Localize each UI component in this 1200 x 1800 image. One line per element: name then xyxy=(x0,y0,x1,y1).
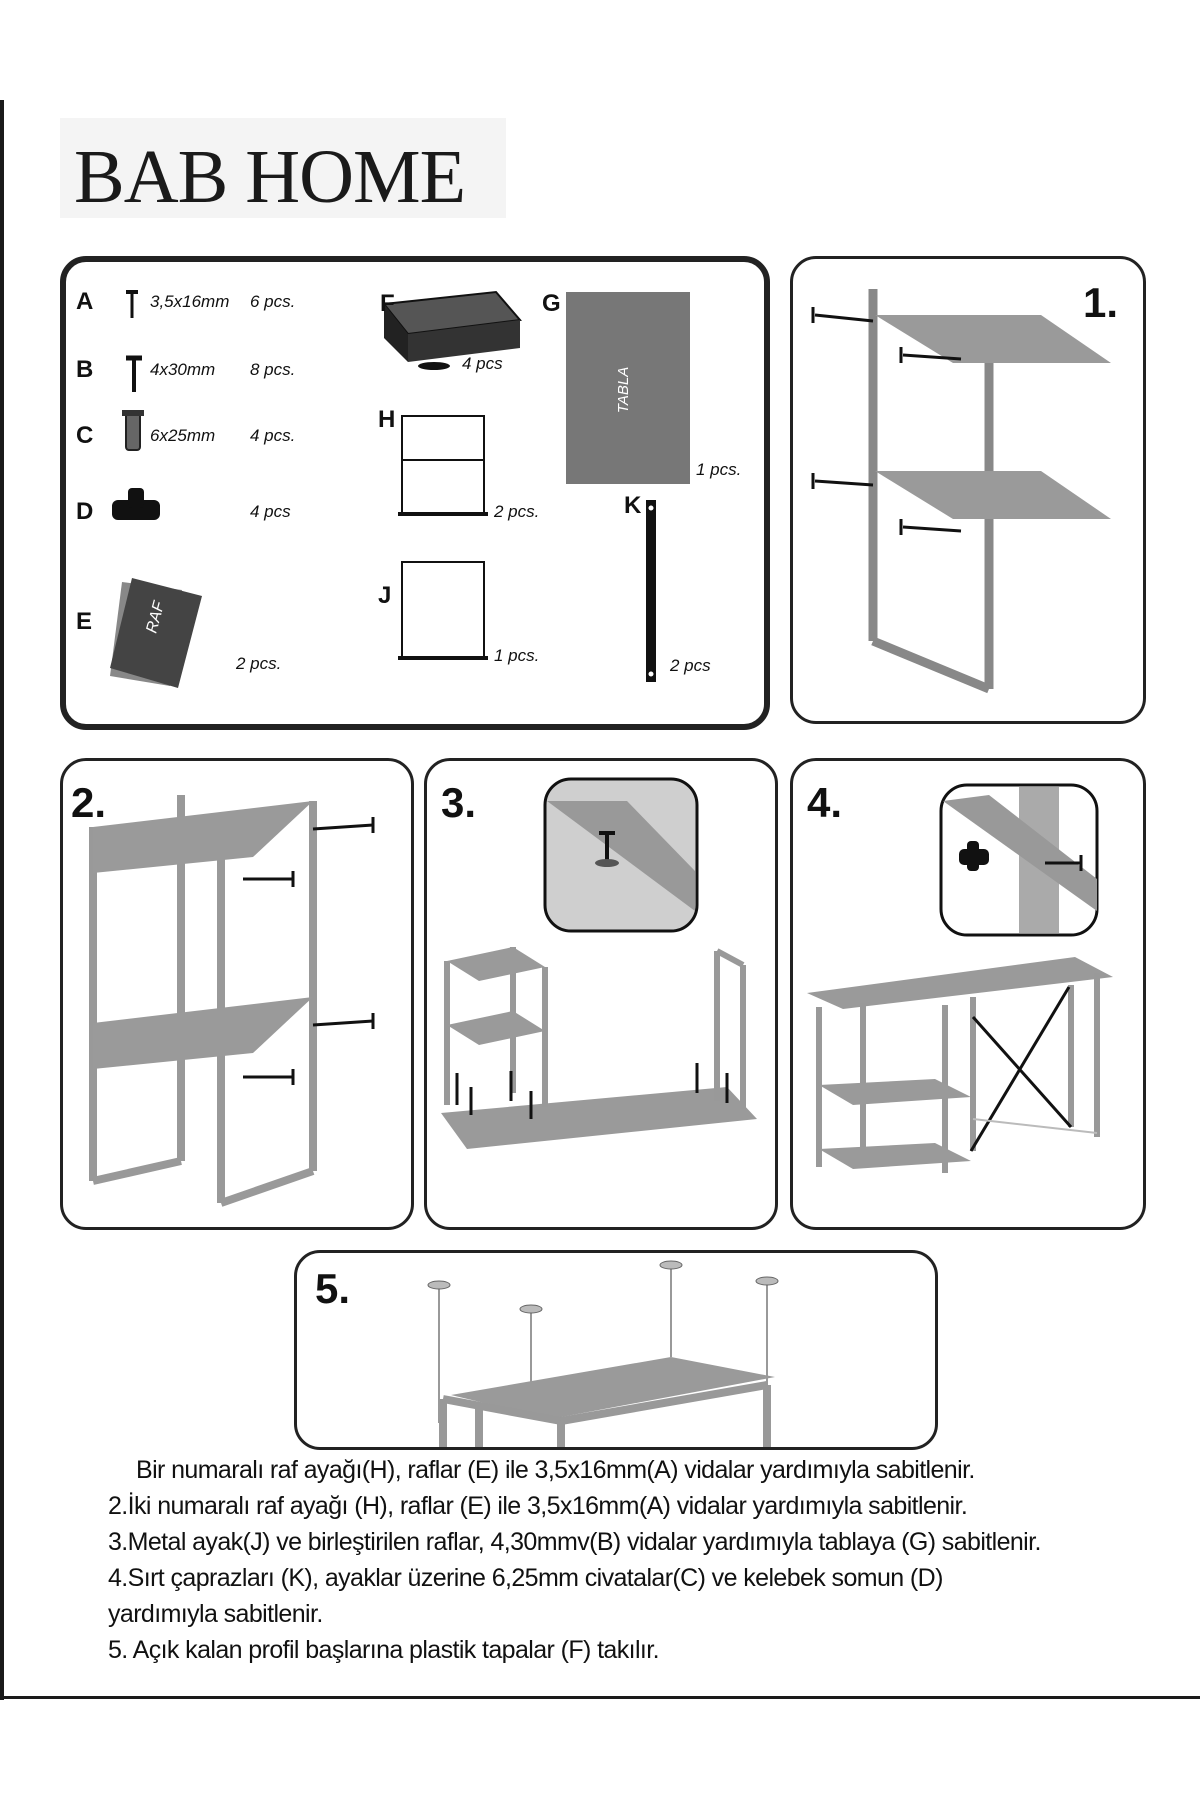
step-5-number: 5. xyxy=(315,1265,351,1312)
brand-name: BAB HOME xyxy=(74,135,466,219)
part-qty-g: 1 pcs. xyxy=(696,460,742,479)
part-qty-a: 6 pcs. xyxy=(250,292,296,311)
part-qty-c: 4 pcs. xyxy=(250,426,296,445)
step-5-panel: 5. xyxy=(294,1250,938,1450)
assembly-instructions: Bir numaralı raf ayağı(H), raflar (E) il… xyxy=(108,1452,1188,1668)
step-2-illustration xyxy=(89,795,375,1207)
screw-b-icon xyxy=(126,355,142,392)
page-edge-bottom xyxy=(0,1696,1200,1699)
step-4-illustration xyxy=(807,783,1113,1173)
plastic-cap-f-icon xyxy=(382,290,522,370)
instruction-line-5: yardımıyla sabitlenir. xyxy=(108,1600,323,1628)
part-letter-k: K xyxy=(624,492,642,519)
step-3-panel: 3. xyxy=(424,758,778,1230)
step-3-illustration xyxy=(441,777,757,1149)
instruction-line-3: 3.Metal ayak(J) ve birleştirilen raflar,… xyxy=(108,1528,1041,1556)
brand-logo: BAB HOME xyxy=(60,118,506,219)
step-3-number: 3. xyxy=(441,779,477,826)
wing-nut-d-icon xyxy=(112,488,160,520)
part-qty-h: 2 pcs. xyxy=(494,502,540,521)
cross-brace-k-icon xyxy=(646,500,656,682)
step-1-illustration xyxy=(811,289,1111,694)
screw-a-icon xyxy=(126,290,138,318)
shelf-e-icon: RAF xyxy=(110,578,202,688)
table-top-g-icon: TABLA xyxy=(566,292,690,484)
instruction-line-6: 5. Açık kalan profil başlarına plastik t… xyxy=(108,1636,660,1664)
part-qty-k: 2 pcs xyxy=(670,656,711,675)
part-qty-b: 8 pcs. xyxy=(250,360,296,379)
part-spec-b: 4x30mm xyxy=(150,360,216,379)
part-letter-g: G xyxy=(542,290,561,317)
instruction-line-1: Bir numaralı raf ayağı(H), raflar (E) il… xyxy=(136,1456,975,1484)
step-1-panel: 1. xyxy=(790,256,1146,724)
step-4-panel: 4. xyxy=(790,758,1146,1230)
parts-illustration: RAF TABLA xyxy=(110,290,690,688)
part-spec-a: 3,5x16mm xyxy=(150,292,230,311)
table-top-label: TABLA xyxy=(615,367,632,413)
part-qty-d: 4 pcs xyxy=(250,502,291,521)
part-letter-a: A xyxy=(76,288,94,315)
step-4-number: 4. xyxy=(807,779,843,826)
parts-panel: RAF TABLA A 3,5x xyxy=(60,256,770,730)
part-letter-d: D xyxy=(76,498,94,525)
part-letter-e: E xyxy=(76,608,93,635)
part-qty-j: 1 pcs. xyxy=(494,646,540,665)
step-2-panel: 2. xyxy=(60,758,414,1230)
part-letter-c: C xyxy=(76,422,94,449)
part-qty-e: 2 pcs. xyxy=(236,654,282,673)
step-2-number: 2. xyxy=(71,779,107,826)
part-letter-h: H xyxy=(378,406,396,433)
part-letter-b: B xyxy=(76,356,94,383)
step-5-illustration xyxy=(427,1260,779,1447)
bolt-c-icon xyxy=(122,410,144,451)
leg-frame-h-icon xyxy=(398,415,488,516)
part-letter-j: J xyxy=(378,582,392,609)
metal-leg-j-icon xyxy=(398,561,488,660)
instruction-line-2: 2.İki numaralı raf ayağı (H), raflar (E)… xyxy=(108,1492,968,1520)
part-letter-f: F xyxy=(380,290,395,317)
step-1-number: 1. xyxy=(1083,279,1119,326)
part-spec-c: 6x25mm xyxy=(150,426,216,445)
part-qty-f: 4 pcs xyxy=(462,354,503,373)
instruction-line-4: 4.Sırt çaprazları (K), ayaklar üzerine 6… xyxy=(108,1564,943,1592)
page-edge-left xyxy=(0,100,4,1700)
